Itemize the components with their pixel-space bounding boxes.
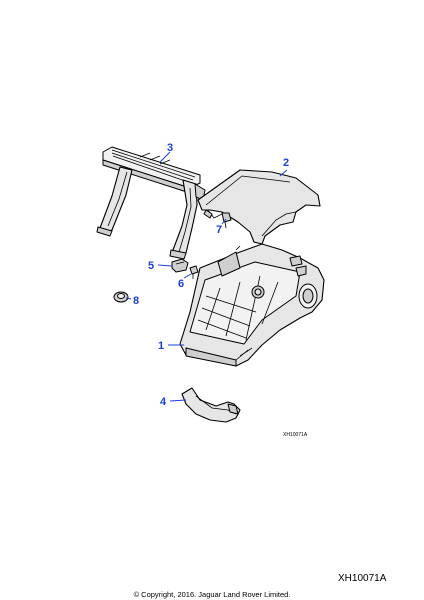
callout-8: 8	[133, 295, 139, 307]
part-5-bracket	[171, 258, 189, 273]
callout-1: 1	[158, 340, 164, 352]
callout-2: 2	[283, 157, 289, 169]
part-4-trim	[181, 387, 241, 423]
leader-8	[125, 297, 132, 300]
part-2-top-cover	[197, 169, 321, 245]
leader-6	[183, 273, 192, 279]
callout-6: 6	[178, 278, 184, 290]
part-8-nut	[113, 291, 129, 303]
copyright-notice: © Copyright, 2016. Jaguar Land Rover Lim…	[133, 590, 291, 599]
callout-5: 5	[148, 260, 154, 272]
leader-3	[159, 151, 171, 163]
callout-3: 3	[167, 142, 173, 154]
part-1-lower-shroud	[179, 243, 325, 367]
callout-4: 4	[160, 396, 167, 408]
leader-5	[157, 264, 173, 267]
leader-2	[279, 169, 288, 177]
part-7-clip	[221, 212, 232, 229]
reference-code: XH10071A	[338, 573, 387, 584]
leader-4	[169, 399, 187, 402]
part-6-screw	[189, 265, 199, 279]
callout-7: 7	[216, 224, 222, 236]
leader-7	[221, 218, 227, 225]
small-reference-code: XH10071A	[283, 432, 308, 438]
part-3-bracket	[96, 146, 206, 260]
